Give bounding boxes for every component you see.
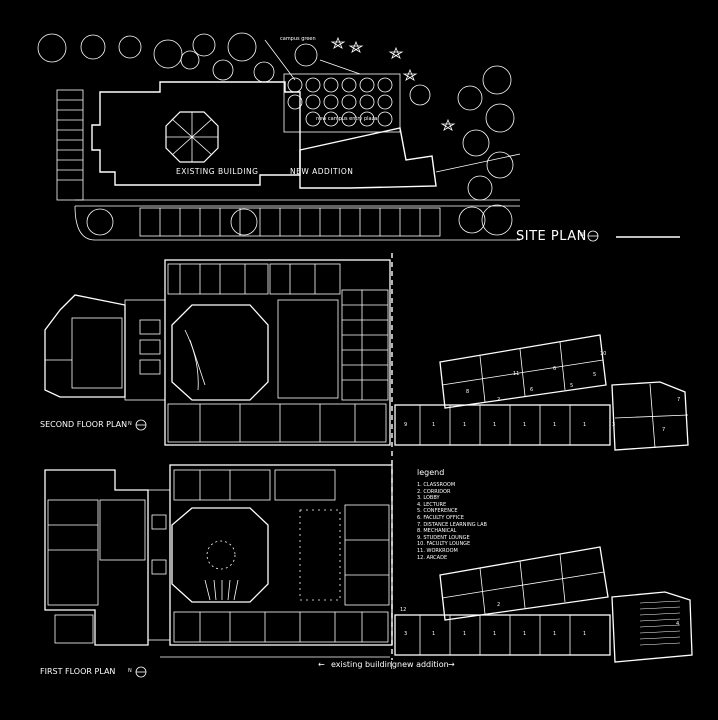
legend: legend 1. CLASSROOM 2. CORRIDOR 3. LOBBY… bbox=[417, 468, 487, 561]
room-number: 1 bbox=[583, 631, 587, 637]
legend-item: 5. CONFERENCE bbox=[417, 508, 458, 515]
legend-item: 6. FACULTY OFFICE bbox=[417, 514, 464, 521]
second-floor-title: SECOND FLOOR PLAN bbox=[40, 420, 128, 429]
room-number: 4 bbox=[676, 621, 680, 627]
room-number: 1 bbox=[553, 631, 557, 637]
room-number: 1 bbox=[463, 631, 467, 637]
site-north-label: N bbox=[580, 232, 584, 238]
room-number: 10 bbox=[600, 351, 607, 357]
room-number: 3 bbox=[404, 631, 408, 637]
room-number: 11 bbox=[513, 371, 520, 377]
room-number: 12 bbox=[400, 607, 407, 613]
existing-building-divider-label: existing building bbox=[331, 660, 397, 669]
legend-list: 1. CLASSROOM 2. CORRIDOR 3. LOBBY 4. LEC… bbox=[417, 482, 487, 561]
legend-title: legend bbox=[417, 468, 445, 477]
first-floor-title: FIRST FLOOR PLAN bbox=[40, 667, 116, 676]
room-number: 2 bbox=[497, 397, 501, 403]
room-number: 6 bbox=[553, 366, 557, 372]
new-addition-label: NEW ADDITION bbox=[290, 167, 354, 176]
legend-item: 4. LECTURE bbox=[417, 501, 447, 508]
legend-item: 11. WORKROOM bbox=[417, 547, 458, 554]
room-number: 9 bbox=[404, 422, 408, 428]
room-number: 1 bbox=[583, 422, 587, 428]
room-number: 1 bbox=[523, 631, 527, 637]
existing-building-label: EXISTING BUILDING bbox=[176, 167, 259, 176]
entry-plaza-label: new campus entry plaza bbox=[316, 116, 378, 122]
second-floor-north-label: N bbox=[128, 421, 132, 427]
room-number: 3 bbox=[612, 422, 616, 428]
legend-item: 10. FACULTY LOUNGE bbox=[417, 541, 471, 548]
second-floor-drawing bbox=[44, 259, 689, 451]
room-number: 1 bbox=[432, 631, 436, 637]
room-number: 1 bbox=[493, 422, 497, 428]
room-number: 5 bbox=[593, 372, 597, 378]
room-number: 6 bbox=[530, 387, 534, 393]
room-number: 1 bbox=[523, 422, 527, 428]
legend-item: 12. ARCADE bbox=[417, 554, 448, 561]
room-number: 5 bbox=[570, 383, 574, 389]
new-addition-divider-label: new addition bbox=[397, 660, 449, 669]
site-plan-title: SITE PLAN bbox=[516, 229, 587, 244]
room-number: 1 bbox=[553, 422, 557, 428]
room-number: 1 bbox=[493, 631, 497, 637]
legend-item: 9. STUDENT LOUNGE bbox=[417, 534, 470, 541]
legend-item: 2. CORRIDOR bbox=[417, 488, 451, 495]
divider-right-arrow: → bbox=[448, 660, 455, 669]
divider-bar: | bbox=[390, 660, 393, 669]
site-plan-drawing bbox=[37, 32, 680, 242]
first-floor-drawing bbox=[44, 464, 693, 678]
legend-item: 1. CLASSROOM bbox=[417, 482, 456, 488]
room-number: 7 bbox=[662, 427, 666, 433]
room-number: 2 bbox=[497, 602, 501, 608]
legend-item: 8. MECHANICAL bbox=[417, 528, 457, 535]
room-number: 1 bbox=[463, 422, 467, 428]
room-number: 8 bbox=[466, 389, 470, 395]
first-floor-north-label: N bbox=[128, 668, 132, 674]
divider-left-arrow: ← bbox=[318, 660, 325, 669]
legend-item: 7. DISTANCE LEARNING LAB bbox=[417, 521, 487, 528]
campus-green-label: campus green bbox=[280, 36, 316, 42]
room-number: 7 bbox=[677, 397, 681, 403]
legend-item: 3. LOBBY bbox=[417, 495, 440, 502]
room-number: 1 bbox=[432, 422, 436, 428]
